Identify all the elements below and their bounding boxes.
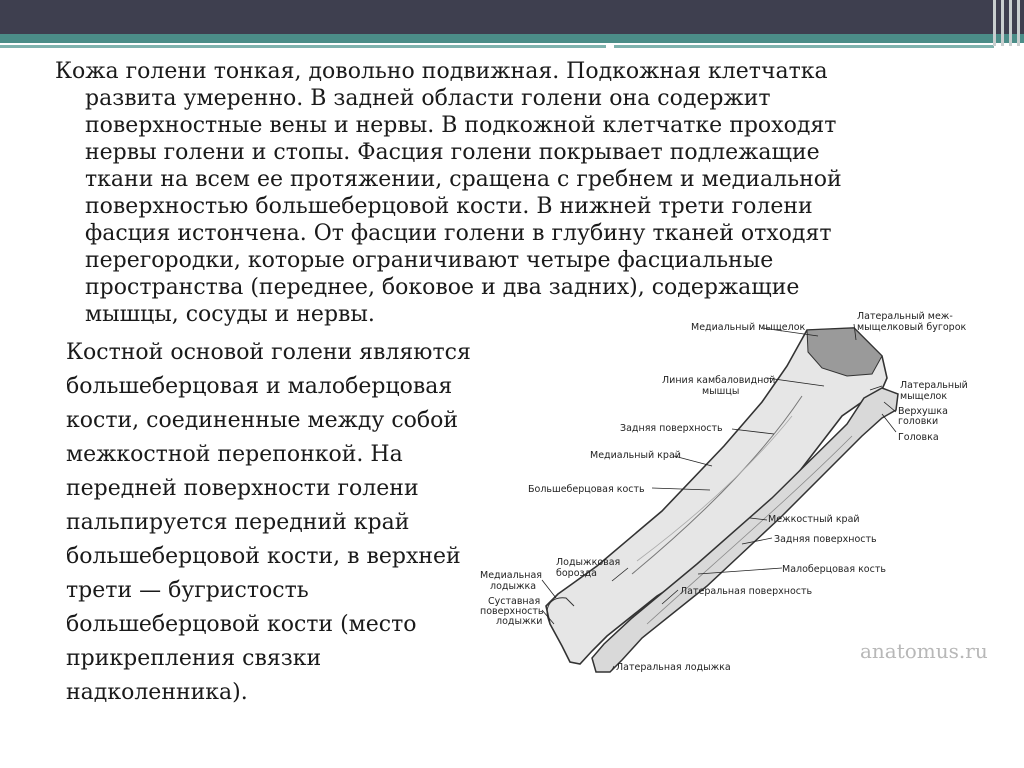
text-line: Костной основой голени являются bbox=[66, 340, 471, 365]
label-malleolar-groove-2: борозда bbox=[556, 568, 597, 579]
label-soleal-line-2: мышцы bbox=[702, 386, 739, 397]
label-intercondylar-1: Латеральный меж- bbox=[857, 311, 953, 322]
text-line: развита умеренно. В задней области голен… bbox=[85, 86, 771, 111]
label-lateral-condyle-2: мыщелок bbox=[900, 391, 947, 402]
text-line: надколенника). bbox=[66, 680, 248, 705]
slide-header-bar bbox=[0, 0, 1024, 34]
label-malleolar-groove-1: Лодыжковая bbox=[556, 557, 620, 568]
text-line: большеберцовая и малоберцовая bbox=[66, 374, 453, 399]
label-articular-2: поверхность bbox=[480, 606, 544, 617]
label-medial-border: Медиальный край bbox=[590, 450, 681, 461]
text-line: поверхностью большеберцовой кости. В ниж… bbox=[85, 194, 813, 219]
text-line: пространства (переднее, боковое и два за… bbox=[85, 275, 800, 300]
label-apex-1: Верхушка bbox=[898, 406, 948, 417]
label-lateral-surface: Латеральная поверхность bbox=[680, 586, 813, 597]
text-line: трети — бугристость bbox=[66, 578, 309, 603]
label-intercondylar-2: мыщелковый бугорок bbox=[857, 322, 967, 333]
text-line: передней поверхности голени bbox=[66, 476, 419, 501]
fibula-bone bbox=[591, 387, 899, 673]
label-medial-condyle: Медиальный мыщелок bbox=[691, 322, 806, 333]
bone-diagram: Медиальный мыщелок Латеральный меж- мыще… bbox=[480, 311, 988, 673]
text-line: Кожа голени тонкая, довольно подвижная. … bbox=[55, 59, 828, 84]
label-posterior-surface-fibula: Задняя поверхность bbox=[774, 534, 877, 545]
text-line: большеберцовой кости, в верхней bbox=[66, 544, 461, 569]
label-medial-malleolus-1: Медиальная bbox=[480, 570, 542, 581]
label-soleal-line-1: Линия камбаловидной bbox=[662, 375, 775, 386]
slide-accent-line bbox=[0, 45, 606, 48]
text-line: поверхностные вены и нервы. В подкожной … bbox=[85, 113, 837, 138]
label-articular-3: лодыжки bbox=[496, 616, 542, 627]
slide-accent-line-right bbox=[614, 45, 994, 48]
label-interosseous-border: Межкостный край bbox=[768, 514, 860, 525]
text-line: межкостной перепонкой. На bbox=[66, 442, 403, 467]
label-apex-2: головки bbox=[898, 416, 938, 427]
text-line: нервы голени и стопы. Фасция голени покр… bbox=[85, 140, 820, 165]
text-line: перегородки, которые ограничивают четыре… bbox=[85, 248, 774, 273]
label-fibula: Малоберцовая кость bbox=[782, 564, 886, 575]
label-lateral-malleolus: Латеральная лодыжка bbox=[616, 662, 731, 673]
label-tibia: Большеберцовая кость bbox=[528, 484, 645, 495]
text-line: ткани на всем ее протяжении, сращена с г… bbox=[85, 167, 842, 192]
slide-accent-stripe bbox=[0, 34, 1024, 43]
label-lateral-condyle-1: Латеральный bbox=[900, 380, 968, 391]
text-line: фасция истончена. От фасции голени в глу… bbox=[85, 221, 832, 246]
corner-decoration bbox=[990, 0, 1024, 46]
label-medial-malleolus-2: лодыжка bbox=[490, 581, 536, 592]
tibia-fibula-illustration: Медиальный мыщелок Латеральный меж- мыще… bbox=[462, 306, 1010, 682]
watermark-text: anatomus.ru bbox=[860, 639, 988, 663]
text-line: большеберцовой кости (место bbox=[66, 612, 417, 637]
text-line: прикрепления связки bbox=[66, 646, 322, 671]
text-line: кости, соединенные между собой bbox=[66, 408, 459, 433]
text-line: мышцы, сосуды и нервы. bbox=[85, 302, 375, 327]
label-head: Головка bbox=[898, 432, 939, 443]
text-line: пальпируется передний край bbox=[66, 510, 410, 535]
label-posterior-surface: Задняя поверхность bbox=[620, 423, 723, 434]
label-articular-1: Суставная bbox=[488, 596, 540, 607]
paragraph-bones: Костной основой голени являются большебе… bbox=[66, 336, 526, 710]
paragraph-skin-fascia: Кожа голени тонкая, довольно подвижная. … bbox=[55, 58, 955, 328]
